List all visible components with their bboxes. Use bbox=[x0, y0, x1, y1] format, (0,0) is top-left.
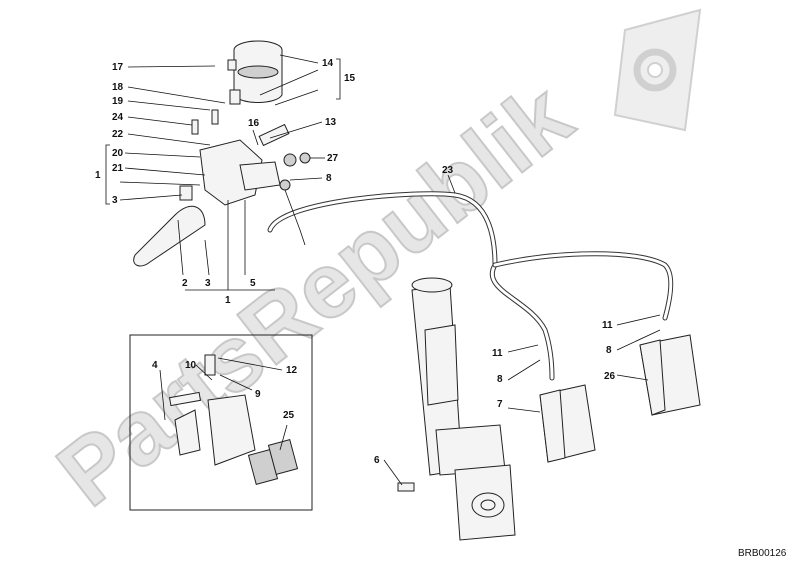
gear-icon bbox=[613, 8, 702, 132]
callout-8-upper: 8 bbox=[326, 173, 332, 184]
callout-11-left: 11 bbox=[492, 348, 503, 359]
callout-3-left: 3 bbox=[112, 195, 118, 206]
callout-11-right: 11 bbox=[602, 320, 613, 331]
callout-16: 16 bbox=[248, 118, 260, 129]
callout-3-bottom: 3 bbox=[205, 278, 211, 289]
callout-18: 18 bbox=[112, 82, 124, 93]
callout-8-left: 8 bbox=[497, 374, 503, 385]
callout-22: 22 bbox=[112, 129, 124, 140]
callout-10: 10 bbox=[185, 360, 197, 371]
callout-25: 25 bbox=[283, 410, 295, 421]
brake-hoses bbox=[267, 191, 674, 381]
master-cylinder-assembly bbox=[133, 40, 311, 267]
callout-6: 6 bbox=[374, 455, 380, 466]
caliper-kit-box bbox=[129, 334, 313, 511]
callout-5: 5 bbox=[250, 278, 256, 289]
callout-12: 12 bbox=[286, 365, 298, 376]
callout-1-left: 1 bbox=[95, 170, 101, 181]
callout-14: 14 bbox=[322, 58, 334, 69]
callout-7: 7 bbox=[497, 399, 503, 410]
callout-23: 23 bbox=[442, 165, 454, 176]
callout-1-bottom: 1 bbox=[225, 295, 231, 306]
leader-lines bbox=[105, 54, 661, 486]
callout-20: 20 bbox=[112, 148, 124, 159]
callout-2: 2 bbox=[182, 278, 188, 289]
callout-15: 15 bbox=[344, 73, 356, 84]
callout-26: 26 bbox=[604, 371, 616, 382]
callout-27: 27 bbox=[327, 153, 339, 164]
front-calipers bbox=[397, 334, 701, 492]
callout-9: 9 bbox=[255, 389, 261, 400]
callout-labels: 17 18 19 24 22 20 21 3 1 14 15 16 13 27 … bbox=[95, 58, 616, 466]
callout-21: 21 bbox=[112, 163, 124, 174]
callout-24: 24 bbox=[112, 112, 124, 123]
fork-leg bbox=[411, 277, 516, 541]
drawing-code: BRB00126 bbox=[738, 548, 787, 559]
callout-13: 13 bbox=[325, 117, 337, 128]
callout-8-right: 8 bbox=[606, 345, 612, 356]
callout-4: 4 bbox=[152, 360, 158, 371]
callout-17: 17 bbox=[112, 62, 124, 73]
callout-19: 19 bbox=[112, 96, 124, 107]
